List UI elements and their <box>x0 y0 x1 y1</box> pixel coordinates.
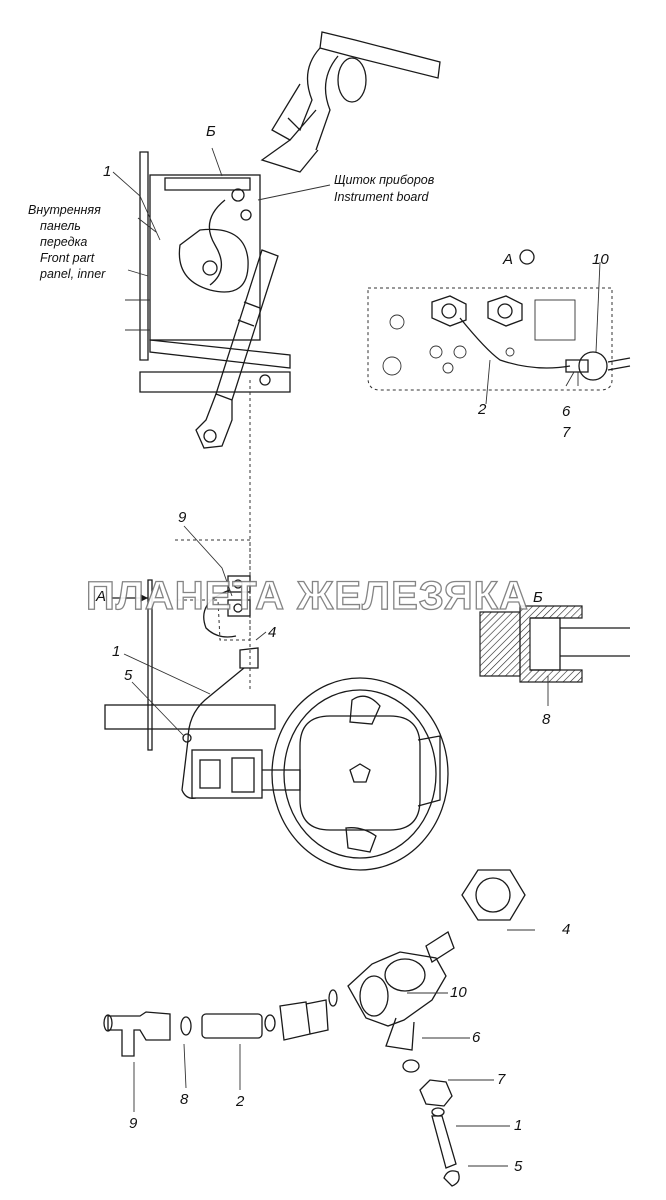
callout-4-parts: 4 <box>562 921 571 938</box>
callout-9-parts: 9 <box>129 1115 138 1132</box>
callout-8-section: 8 <box>542 711 551 728</box>
instrument-bracket <box>125 151 291 393</box>
callout-2-parts: 2 <box>236 1093 245 1110</box>
frame-assembly <box>104 539 301 799</box>
callout-5-frame: 5 <box>124 667 133 684</box>
view-letter-a-arrow: А <box>96 588 107 605</box>
section-b <box>479 605 630 706</box>
label-front-panel-line4: Front part <box>40 251 95 265</box>
label-front-panel-line2: панель <box>40 219 81 233</box>
label-front-panel-line3: передка <box>40 235 88 249</box>
callout-2-view-a: 2 <box>478 401 487 418</box>
label-front-panel-line1: Внутренняя <box>28 203 101 217</box>
callout-4-frame: 4 <box>268 624 277 641</box>
exploded-parts <box>103 869 535 1187</box>
view-letter-b-top: Б <box>206 123 216 140</box>
callout-6-view-a: 6 <box>562 403 571 420</box>
label-instrument-board-ru: Щиток приборов <box>334 173 435 187</box>
steering-column-top <box>260 31 441 173</box>
view-a-panel <box>367 249 631 405</box>
callout-10-parts: 10 <box>450 984 467 1001</box>
callout-8-parts: 8 <box>180 1091 189 1108</box>
callout-7-parts: 7 <box>497 1071 506 1088</box>
callout-1-parts: 1 <box>514 1117 523 1134</box>
callout-10-view-a: 10 <box>592 251 609 268</box>
leader-lines <box>112 147 331 737</box>
callout-1-top: 1 <box>103 163 112 180</box>
callout-7-view-a: 7 <box>562 424 571 441</box>
callout-6-parts: 6 <box>472 1029 481 1046</box>
view-letter-a-top: А <box>503 251 514 268</box>
callout-5-parts: 5 <box>514 1158 523 1175</box>
steering-wheel <box>271 677 449 871</box>
callout-9-frame: 9 <box>178 509 187 526</box>
watermark: ПЛАНЕТА ЖЕЛЕЗЯКА <box>85 573 529 618</box>
view-letter-b-section: Б <box>533 589 543 606</box>
steering-shaft <box>195 249 279 690</box>
label-front-panel-line5: panel, inner <box>40 267 106 281</box>
callout-1-frame: 1 <box>112 643 121 660</box>
label-instrument-board-en: Instrument board <box>334 190 429 204</box>
